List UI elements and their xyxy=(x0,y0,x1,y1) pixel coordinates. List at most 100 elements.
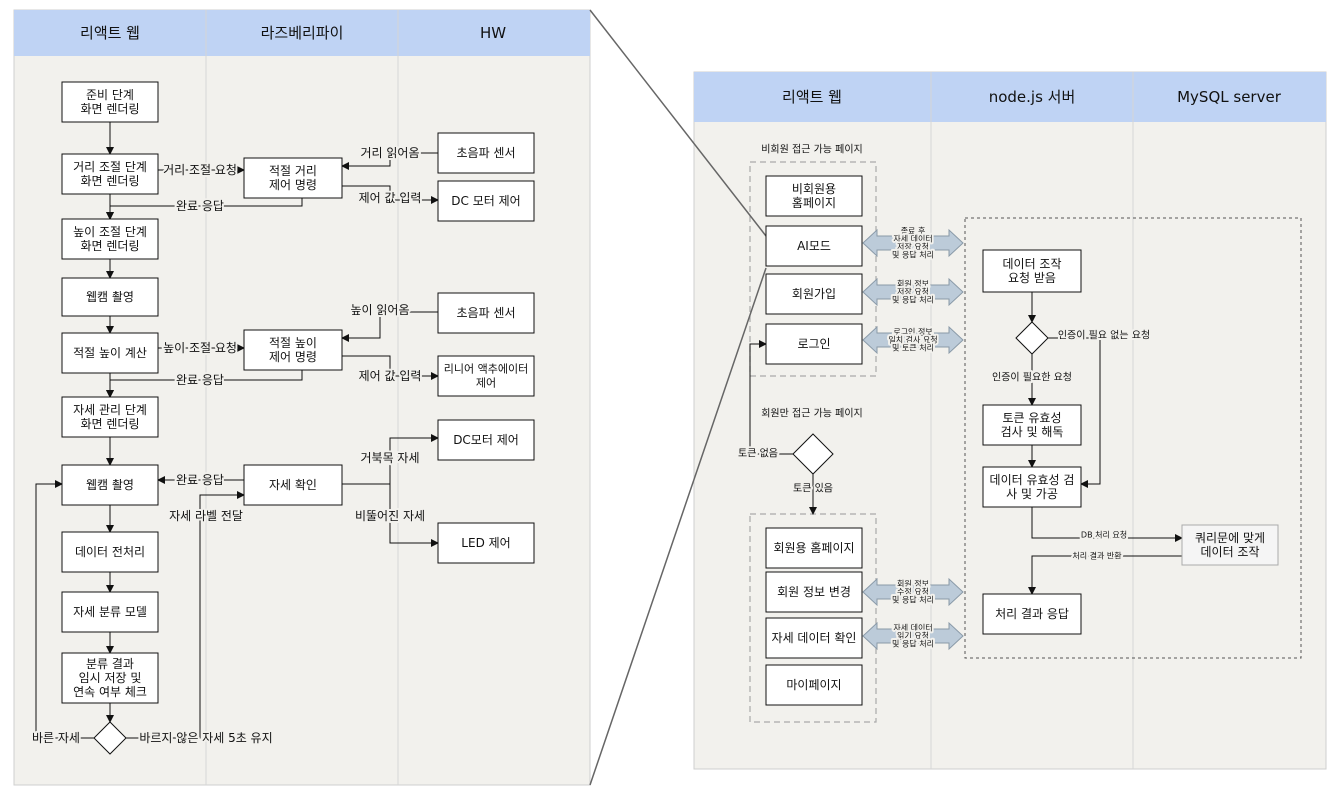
right-header-bar xyxy=(694,72,1326,122)
label-done-1: 완료 응답 xyxy=(176,199,224,213)
node-ai-mode-line-1: AI모드 xyxy=(797,239,831,253)
node-height-step-line-1: 높이 조절 단계 xyxy=(73,225,147,239)
node-data-validate xyxy=(982,466,1082,508)
fat-arrow-label-ai-line-4: 및 응답 처리 xyxy=(892,250,934,260)
node-led xyxy=(437,522,535,564)
node-linear-actuator-line-2: 제어 xyxy=(476,377,496,390)
node-posture-step-line-2: 화면 렌더링 xyxy=(80,417,139,431)
node-token-check-line-2: 검사 및 해독 xyxy=(1001,425,1064,439)
label-turtle-neck: 거북목 자세 xyxy=(360,451,419,465)
arrow-done-2 xyxy=(106,370,303,398)
arrow-no-token xyxy=(749,340,793,455)
label-dist-read: 거리 읽어옴 xyxy=(360,146,419,160)
node-result-check-line-2: 임시 저장 및 xyxy=(79,671,142,685)
label-dist-request: 거리 조절 요청 xyxy=(163,163,237,177)
fat-arrow-label-ai-line-1: 종료 후 xyxy=(901,227,926,236)
fat-arrow-label-posture-line-3: 및 응답 처리 xyxy=(892,639,934,649)
node-signup xyxy=(765,273,863,315)
node-webcam-1-line-1: 웹캠 촬영 xyxy=(86,290,134,304)
label-done-2: 완료 응답 xyxy=(176,373,224,387)
fat-arrow-label-edit-line-3: 및 응답 처리 xyxy=(892,595,934,605)
node-query-line-1: 쿼리문에 맞게 xyxy=(1195,531,1265,545)
node-height-cmd xyxy=(243,329,343,371)
node-dist-cmd xyxy=(243,157,343,199)
node-height-calc-line-1: 적절 높이 계산 xyxy=(73,346,147,360)
node-edit-info xyxy=(765,571,863,613)
node-dist-step-line-2: 화면 렌더링 xyxy=(80,174,139,188)
right-lane-title-3: MySQL server xyxy=(1177,88,1282,106)
node-dc-motor-2 xyxy=(437,419,535,461)
node-webcam-1 xyxy=(61,277,159,317)
label-posture-label-send: 자세 라벨 전달 xyxy=(169,509,243,523)
node-data-validate-line-2: 사 및 가공 xyxy=(1006,487,1058,501)
node-signup-line-1: 회원가입 xyxy=(792,287,836,301)
node-login xyxy=(765,323,863,365)
node-data-validate-line-1: 데이터 유효성 검 xyxy=(990,473,1075,487)
left-lane-title-3: HW xyxy=(480,24,506,42)
node-ultra-sensor-1 xyxy=(437,132,535,174)
fat-arrow-label-ai-line-2: 자세 데이터 xyxy=(893,234,932,244)
label-height-read: 높이 읽어옴 xyxy=(350,303,409,317)
group-server-process xyxy=(964,217,1302,659)
node-login-line-1: 로그인 xyxy=(797,337,830,351)
arrow-no-auth xyxy=(1048,337,1101,488)
label-no-auth: 인증이 필요 없는 요청 xyxy=(1058,329,1150,342)
fat-arrow-login xyxy=(862,325,964,355)
node-request-received-line-1: 데이터 조작 xyxy=(1002,257,1061,271)
fat-arrow-label-edit-line-2: 수정 요청 xyxy=(897,587,929,597)
node-query-line-2: 데이터 조작 xyxy=(1200,545,1259,559)
arrow-db-result xyxy=(1028,555,1182,595)
group-public-title: 비회원 접근 가능 페이지 xyxy=(761,144,863,156)
label-has-token: 토큰 있음 xyxy=(793,483,833,495)
node-height-calc xyxy=(61,332,159,374)
right-lane-title-2: node.js 서버 xyxy=(989,88,1076,106)
zoom-line-top xyxy=(589,9,767,237)
label-db-result: 처리 결과 반환 xyxy=(1072,551,1122,561)
arrow-ctrl-input-2 xyxy=(342,355,439,380)
node-ai-mode xyxy=(765,225,863,267)
node-guest-home-line-1: 비회원용 xyxy=(792,182,836,196)
left-lane-title-1: 리액트 웹 xyxy=(80,24,140,42)
fat-arrow-label-login-line-3: 및 토큰 처리 xyxy=(892,343,934,353)
arrow-twisted xyxy=(389,484,439,547)
node-posture-step xyxy=(61,396,159,438)
node-dc-motor-2-line-1: DC모터 제어 xyxy=(453,433,519,447)
node-led-line-1: LED 제어 xyxy=(461,536,510,550)
arrow-turtle-neck xyxy=(342,434,439,485)
node-request-received xyxy=(982,249,1082,293)
node-height-cmd-line-1: 적절 높이 xyxy=(269,336,317,350)
node-result-check-line-1: 분류 결과 xyxy=(86,657,134,671)
fat-arrow-label-edit-line-1: 회원 정보 xyxy=(897,579,929,589)
fat-arrow-edit xyxy=(862,577,964,607)
decision-auth xyxy=(1015,321,1049,355)
node-height-step-line-2: 화면 렌더링 xyxy=(80,239,139,253)
group-member-title: 회원만 접근 가능 페이지 xyxy=(761,408,863,420)
arrow-correct-posture xyxy=(35,480,94,739)
node-request-received-line-2: 요청 받음 xyxy=(1008,271,1056,285)
node-member-home-line-1: 회원용 홈페이지 xyxy=(773,541,854,555)
node-member-home xyxy=(765,527,863,569)
fat-arrow-posture xyxy=(862,621,964,651)
fat-arrow-label-signup-line-1: 회원 정보 xyxy=(897,279,929,289)
node-preprocess xyxy=(61,531,159,573)
node-mypage xyxy=(765,664,863,706)
fat-arrow-label-signup-line-3: 및 응답 처리 xyxy=(892,295,934,305)
arrow-dist-read xyxy=(341,152,438,170)
node-dist-step xyxy=(61,153,159,195)
fat-arrow-label-signup-line-2: 저장 요청 xyxy=(897,287,929,297)
node-token-check-line-1: 토큰 유효성 xyxy=(1002,411,1061,425)
arrow-posture-label xyxy=(126,491,245,739)
node-height-cmd-line-2: 제어 명령 xyxy=(269,350,317,364)
node-posture-data-line-1: 자세 데이터 확인 xyxy=(772,631,857,645)
decision-token xyxy=(792,433,834,475)
node-respond-line-1: 처리 결과 응답 xyxy=(995,607,1069,621)
fat-arrow-label-ai-line-3: 저장 요청 xyxy=(897,242,929,252)
zoom-line-bottom xyxy=(589,267,767,786)
label-correct-posture: 바른 자세 xyxy=(32,731,80,745)
node-height-step xyxy=(61,218,159,260)
left-header-bar xyxy=(14,10,590,56)
label-ctrl-input-2: 제어 값 입력 xyxy=(359,369,422,383)
node-linear-actuator xyxy=(437,355,535,397)
node-dc-motor-1-line-1: DC 모터 제어 xyxy=(451,194,520,208)
